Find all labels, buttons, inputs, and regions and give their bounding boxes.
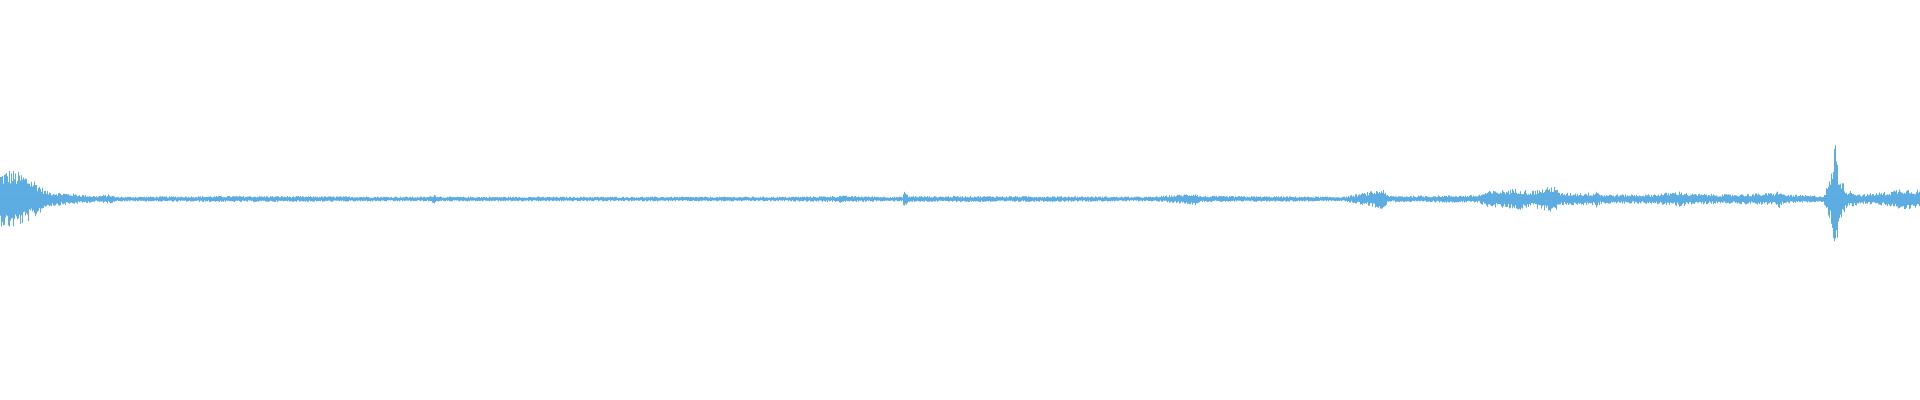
waveform-group xyxy=(0,145,1920,242)
waveform-series xyxy=(0,145,1920,242)
